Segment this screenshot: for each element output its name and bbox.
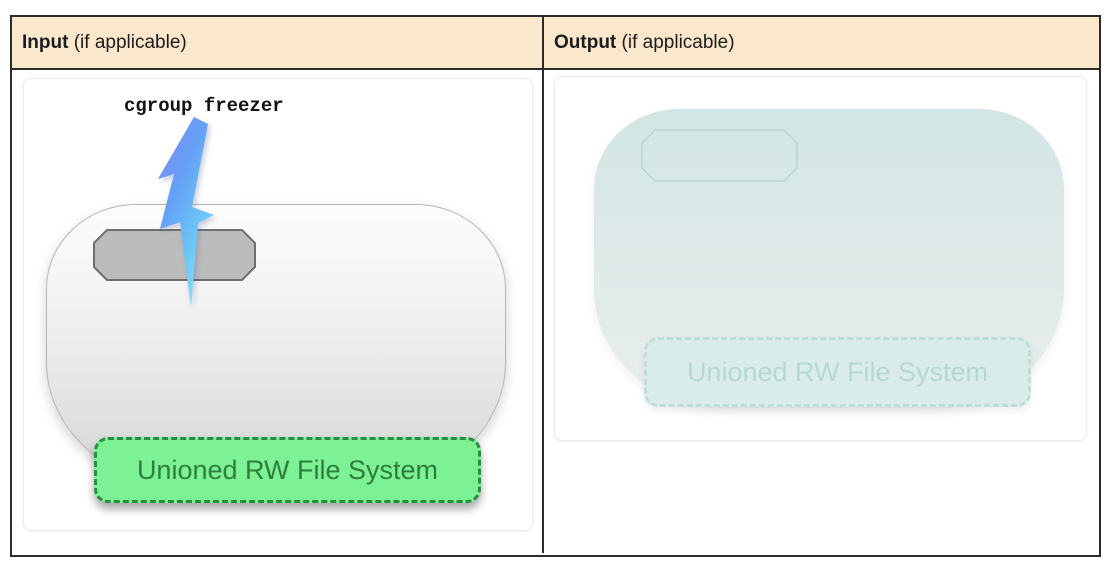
frozen-process-octagon-shape [641,129,798,182]
input-header-suffix: (if applicable) [68,31,187,53]
output-header-cell: Output (if applicable) [544,17,1099,68]
output-header-title: Output [554,31,617,53]
output-diagram-panel: Unioned RW File System [554,76,1087,441]
io-comparison-table: Input (if applicable) Output (if applica… [10,15,1101,557]
input-header-cell: Input (if applicable) [12,17,544,68]
lightning-bolt-icon [158,117,214,307]
input-header-title: Input [22,31,69,53]
frozen-unioned-rw-fs-label: Unioned RW File System [686,356,989,387]
table-header-row: Input (if applicable) Output (if applica… [12,17,1099,70]
process-octagon-shape [93,229,256,281]
output-header-suffix: (if applicable) [616,31,735,53]
input-cell: cgroup freezer [12,70,544,553]
table-body-row: cgroup freezer [12,70,1099,553]
output-cell: Unioned RW File System [544,70,1099,553]
unioned-rw-fs-box: Unioned RW File System [94,437,481,503]
unioned-rw-fs-label: Unioned RW File System [136,454,439,485]
frozen-unioned-rw-fs-box: Unioned RW File System [644,337,1031,407]
input-diagram-panel: cgroup freezer [23,78,533,531]
cgroup-freezer-label: cgroup freezer [124,95,284,117]
